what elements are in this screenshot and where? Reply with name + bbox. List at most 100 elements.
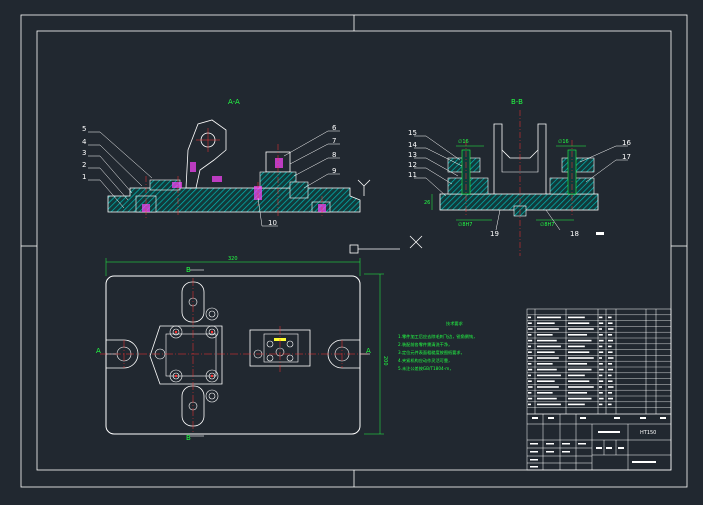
tech-notes-title: 技术要求: [446, 320, 464, 327]
svg-text:∅16: ∅16: [558, 139, 569, 145]
parts-cell-mark: [568, 328, 594, 330]
part-label: 17: [622, 153, 631, 161]
parts-cell-mark: [528, 368, 533, 371]
parts-cell-mark: [568, 380, 590, 382]
parts-cell-mark: [608, 397, 614, 400]
part-label: 13: [408, 151, 417, 159]
parts-cell-mark: [528, 334, 532, 336]
svg-text:∅8H7: ∅8H7: [458, 222, 472, 228]
section-marker: B: [186, 266, 191, 274]
parts-cell-mark: [599, 351, 604, 353]
parts-cell-mark: [528, 316, 531, 319]
parts-cell-mark: [599, 380, 604, 382]
part-label: 7: [332, 137, 336, 145]
parts-cell-mark: [599, 363, 603, 365]
part-label: 5: [82, 125, 86, 133]
parts-cell-mark: [537, 351, 555, 353]
parts-cell-mark: [528, 380, 532, 382]
tech-note: 1.零件加工后应去除毛刺飞边，锐角倒钝，: [398, 333, 477, 340]
parts-cell-mark: [528, 397, 533, 400]
section-title-bb: B-B: [511, 98, 523, 106]
parts-cell-mark: [537, 334, 553, 336]
parts-cell-mark: [568, 357, 594, 359]
part-label: 16: [622, 139, 631, 147]
material-label: HT150: [640, 430, 656, 436]
title-block-marks: [530, 417, 666, 468]
parts-cell-mark: [608, 386, 614, 388]
view-symbols: [349, 235, 423, 254]
parts-cell-mark: [537, 380, 555, 382]
parts-cell-mark: [568, 351, 590, 353]
parts-cell-mark: [599, 334, 603, 336]
part-label: 14: [408, 141, 417, 149]
parts-cell-mark: [568, 386, 594, 388]
parts-cell-mark: [608, 322, 613, 324]
section-view-aa: A-A: [82, 98, 371, 227]
parts-cell-mark: [608, 351, 613, 353]
part-label: 19: [490, 230, 499, 238]
center-marks: [21, 15, 687, 487]
parts-cell-mark: [608, 392, 613, 394]
parts-cell-mark: [537, 328, 559, 330]
parts-cell-mark: [608, 374, 612, 377]
parts-cell-mark: [568, 339, 592, 342]
parts-cell-mark: [608, 368, 614, 371]
part-label: 1: [82, 173, 86, 181]
svg-text:∅8H7: ∅8H7: [540, 222, 554, 228]
parts-cell-mark: [568, 374, 585, 377]
parts-cell-mark: [528, 351, 532, 353]
part-label: 4: [82, 138, 87, 146]
plan-view: 320 200: [96, 256, 388, 442]
parts-cell-mark: [608, 357, 614, 359]
part-label: 3: [82, 149, 86, 157]
svg-text:26: 26: [424, 200, 430, 206]
part-label: 6: [332, 124, 337, 132]
parts-cell-mark: [528, 345, 531, 348]
parts-cell-mark: [537, 322, 555, 324]
parts-cell-mark: [599, 357, 602, 359]
parts-cell-mark: [599, 345, 603, 348]
parts-cell-mark: [537, 363, 553, 365]
parts-cell-mark: [599, 392, 603, 394]
tech-note: 3.定位元件表面粗糙度按图纸要求，: [398, 349, 465, 356]
part-label: 11: [408, 171, 417, 179]
parts-cell-mark: [608, 345, 612, 348]
tech-note: 4.夹紧机构应动作灵活可靠，: [398, 357, 452, 364]
section-view-bb: B-B ∅16 ∅16 ∅8H7 ∅8H7 26: [408, 98, 631, 256]
outer-frame: [20, 14, 688, 488]
part-label: 9: [332, 167, 336, 175]
parts-cell-mark: [608, 334, 613, 336]
parts-cell-mark: [599, 322, 604, 324]
parts-cell-mark: [568, 316, 585, 319]
parts-cell-mark: [599, 386, 602, 388]
section-marker: B: [186, 434, 191, 442]
parts-cell-mark: [568, 363, 588, 365]
technical-notes: 技术要求 1.零件加工后应去除毛刺飞边，锐角倒钝， 2.装配前各零件需清洗干净，…: [398, 320, 477, 372]
parts-cell-mark: [528, 392, 532, 394]
width-dimension: 320: [228, 256, 238, 262]
parts-cell-mark: [537, 345, 561, 348]
parts-cell-mark: [528, 322, 532, 324]
parts-cell-mark: [599, 328, 602, 330]
parts-cell-mark: [537, 339, 557, 342]
part-label: 8: [332, 151, 336, 159]
parts-cell-mark: [528, 339, 533, 342]
parts-cell-mark: [537, 397, 557, 400]
parts-cell-mark: [599, 374, 603, 377]
parts-cell-mark: [568, 403, 585, 406]
title-block: [526, 413, 672, 471]
parts-cell-mark: [608, 363, 613, 365]
parts-cell-mark: [608, 316, 612, 319]
section-marker: A: [96, 347, 101, 355]
parts-cell-mark: [599, 397, 604, 400]
parts-cell-mark: [608, 380, 613, 382]
svg-text:∅16: ∅16: [458, 139, 469, 145]
parts-cell-mark: [568, 334, 588, 336]
parts-cell-mark: [537, 316, 561, 319]
parts-cell-mark: [568, 322, 590, 324]
parts-cell-mark: [599, 368, 604, 371]
part-label: 12: [408, 161, 417, 169]
part-label: 2: [82, 161, 86, 169]
part-label: 15: [408, 129, 417, 137]
